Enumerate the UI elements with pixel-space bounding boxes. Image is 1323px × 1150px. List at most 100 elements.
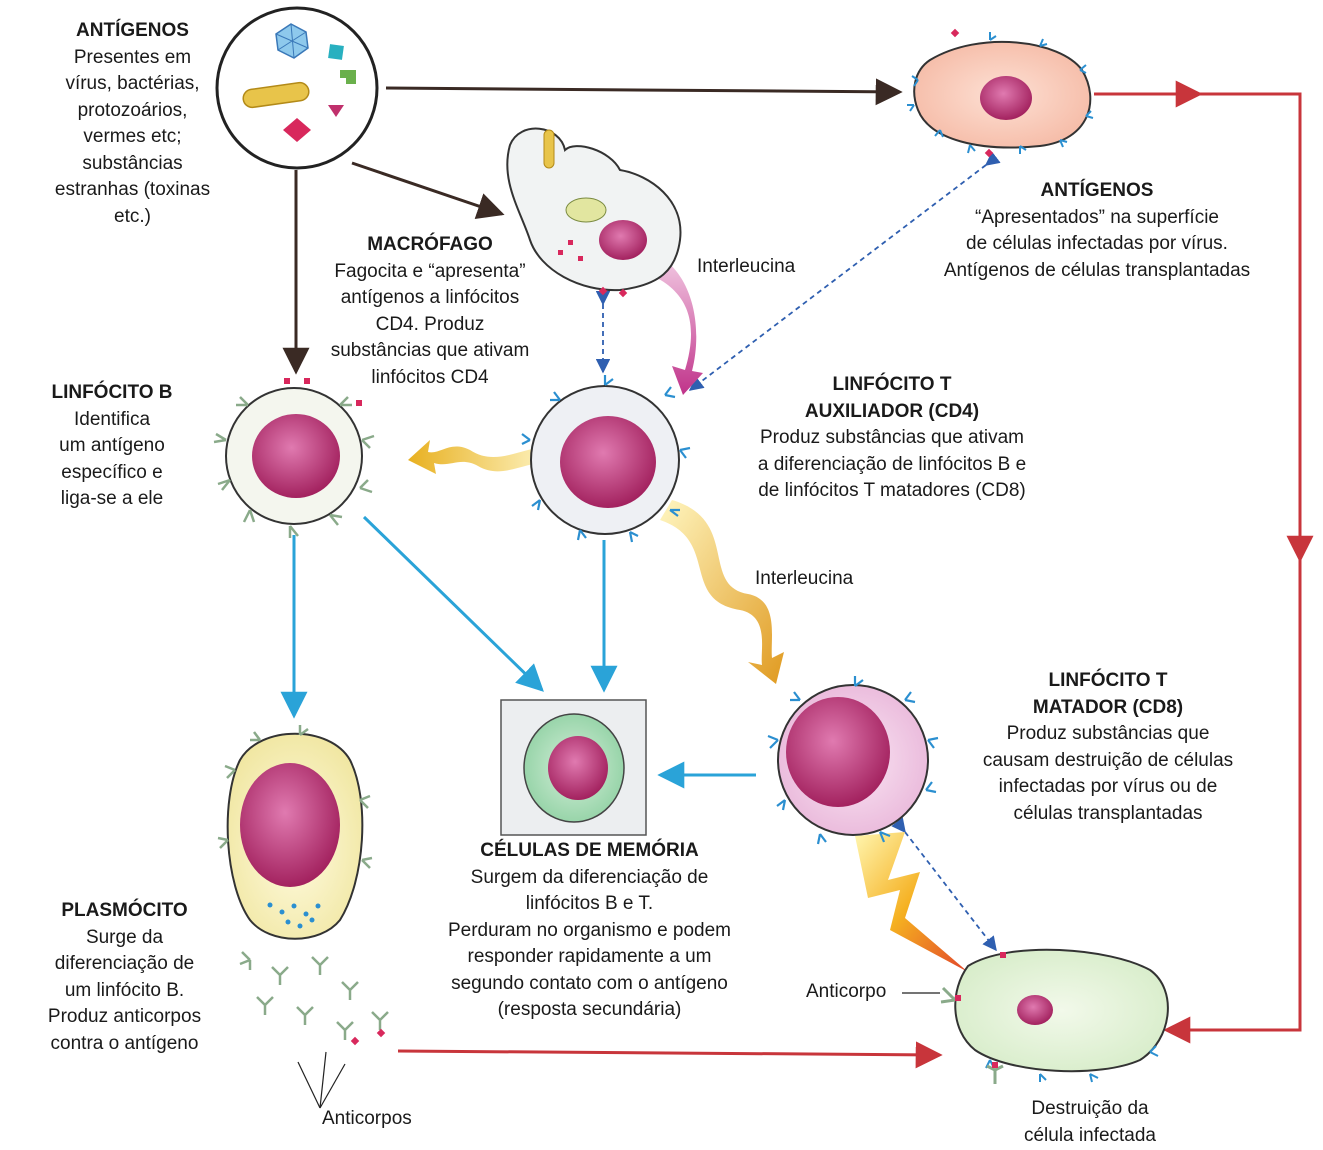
macrophage-line: substâncias que ativam — [330, 340, 530, 361]
interleukin-arrow-helper-to-b — [408, 440, 560, 474]
interleukin-label-top: Interleucina — [697, 256, 796, 277]
green-particle-icon — [340, 70, 356, 84]
memory-cells-line: linfócitos B e T. — [525, 893, 654, 914]
plasmocyte-line: diferenciação de — [54, 953, 195, 974]
antigens-line: vermes etc; — [83, 126, 182, 147]
b-lymphocyte-label: LINFÓCITO B Identifica um antígeno espec… — [22, 380, 202, 513]
memory-cells-line: Perduram no organismo e podem — [447, 919, 732, 941]
b-lymphocyte-cell — [213, 378, 375, 538]
antigens-line: etc.) — [114, 205, 151, 227]
b-lymphocyte-line: liga-se a ele — [60, 488, 164, 509]
interleukin-label-middle: Interleucina — [755, 568, 854, 589]
destruction-line: célula infectada — [1023, 1124, 1157, 1146]
arrow-antigens-to-macrophage — [351, 161, 505, 219]
phagocytosed-bacterium — [543, 129, 555, 169]
killer-t-line: Produz substâncias que — [1006, 723, 1210, 744]
interleukin-arrow-helper-to-killer — [660, 500, 784, 684]
infected-nucleus — [980, 76, 1032, 120]
killer-nucleus — [786, 697, 890, 807]
macrophage-line: CD4. Produz — [375, 313, 485, 335]
antigens-line: estranhas (toxinas — [54, 179, 211, 200]
arrow-b-to-memory — [362, 515, 544, 692]
antibodies-label: Anticorpos — [322, 1108, 412, 1129]
presented-antigens-label: ANTÍGENOS “Apresentados” na superfície d… — [912, 178, 1282, 284]
antigens-line: Presentes em — [73, 46, 192, 68]
interleukin-arrow-macrophage — [620, 245, 703, 395]
killer-t-line: infectadas por vírus ou de — [998, 776, 1218, 797]
killer-t-line: causam destruição de células — [982, 749, 1234, 771]
antigens-line: protozoários, — [77, 99, 188, 121]
killer-t-title: LINFÓCITO T — [1048, 670, 1168, 691]
b-nucleus — [252, 414, 340, 498]
b-lymphocyte-line: Identifica — [73, 408, 151, 430]
macrophage-cell — [506, 127, 682, 298]
memory-cells-line: responder rapidamente a um — [467, 946, 712, 967]
b-lymphocyte-line: específico e — [61, 461, 163, 483]
anticorpos-pointer-lines — [297, 1051, 346, 1109]
killer-t-line: células transplantadas — [1013, 802, 1203, 824]
helper-t-label: LINFÓCITO T AUXILIADOR (CD4) Produz subs… — [722, 372, 1062, 505]
plasmocyte-nucleus — [240, 763, 340, 887]
helper-nucleus — [560, 416, 656, 508]
dying-nucleus — [1017, 995, 1053, 1025]
dashed-infected-helper — [688, 151, 1001, 391]
memory-cells-title: CÉLULAS DE MEMÓRIA — [480, 840, 699, 861]
macrophage-title: MACRÓFAGO — [367, 234, 493, 255]
killer-t-label: LINFÓCITO T MATADOR (CD8) Produz substân… — [958, 668, 1258, 827]
memory-nucleus — [548, 736, 608, 800]
helper-t-title: AUXILIADOR (CD4) — [804, 400, 980, 422]
presented-antigens-title: ANTÍGENOS — [1040, 180, 1154, 201]
memory-cell — [500, 699, 647, 836]
presented-antigens-line: de células infectadas por vírus. — [966, 233, 1228, 254]
macrophage-line: antígenos a linfócitos — [340, 287, 520, 308]
helper-t-line: Produz substâncias que ativam — [759, 427, 1025, 448]
plasmocyte-line: Surge da — [85, 926, 164, 948]
presented-antigens-line: “Apresentados” na superfície — [975, 206, 1219, 228]
bacterium-icon — [242, 81, 310, 109]
presented-antigens-line: Antígenos de células transplantadas — [943, 259, 1251, 281]
destruction-line: Destruição da — [1031, 1098, 1149, 1119]
antigens-title: ANTÍGENOS — [76, 20, 189, 41]
macrophage-line: Fagocita e “apresenta” — [334, 260, 526, 282]
memory-cells-line: segundo contato com o antígeno — [451, 972, 728, 994]
cytotoxic-bolt — [855, 832, 968, 972]
helper-t-title: LINFÓCITO T — [832, 374, 952, 395]
plasmocyte-cell — [217, 725, 389, 1109]
b-lymphocyte-title: LINFÓCITO B — [51, 382, 173, 403]
helper-t-cell — [521, 375, 691, 543]
plasmocyte-label: PLASMÓCITO Surge da diferenciação de um … — [22, 898, 227, 1057]
macrophage-line: linfócitos CD4 — [371, 366, 489, 388]
destruction-label: Destruição da célula infectada — [990, 1096, 1190, 1149]
macrophage-nucleus — [599, 220, 647, 260]
dying-infected-cell — [902, 948, 1169, 1084]
arrow-antigens-to-infected-cell — [385, 78, 903, 106]
diamond-particle-icon — [283, 118, 311, 142]
killer-t-cell — [767, 676, 939, 845]
secreted-antibodies — [217, 725, 389, 1040]
memory-cells-line: Surgem da diferenciação de — [470, 866, 709, 888]
antigens-circle — [215, 6, 379, 170]
antibody-label: Anticorpo — [806, 981, 887, 1002]
triangle-particle-icon — [328, 105, 344, 117]
plasmocyte-line: Produz anticorpos — [47, 1006, 202, 1027]
plasmocyte-title: PLASMÓCITO — [61, 900, 188, 921]
macrophage-label: MACRÓFAGO Fagocita e “apresenta” antígen… — [300, 232, 560, 391]
helper-t-line: de linfócitos T matadores (CD8) — [758, 480, 1026, 501]
cyan-particle-icon — [328, 44, 344, 60]
memory-cells-label: CÉLULAS DE MEMÓRIA Surgem da diferenciaç… — [412, 838, 767, 1024]
b-lymphocyte-line: um antígeno — [59, 435, 165, 456]
arrows — [280, 78, 1314, 1069]
dashed-killer-destruction — [891, 817, 997, 952]
infected-cell — [907, 28, 1094, 158]
antigens-line: vírus, bactérias, — [65, 73, 200, 94]
killer-t-title: MATADOR (CD8) — [1032, 696, 1184, 718]
plasmocyte-line: contra o antígeno — [50, 1032, 199, 1054]
antigens-line: substâncias — [82, 152, 183, 174]
memory-cells-line: (resposta secundária) — [497, 999, 682, 1020]
antigens-label: ANTÍGENOS Presentes em vírus, bactérias,… — [30, 18, 235, 230]
helper-t-line: a diferenciação de linfócitos B e — [757, 453, 1027, 475]
phagosome — [565, 197, 607, 223]
arrow-antibodies-to-destruction — [397, 1041, 943, 1069]
plasmocyte-line: um linfócito B. — [64, 979, 185, 1001]
